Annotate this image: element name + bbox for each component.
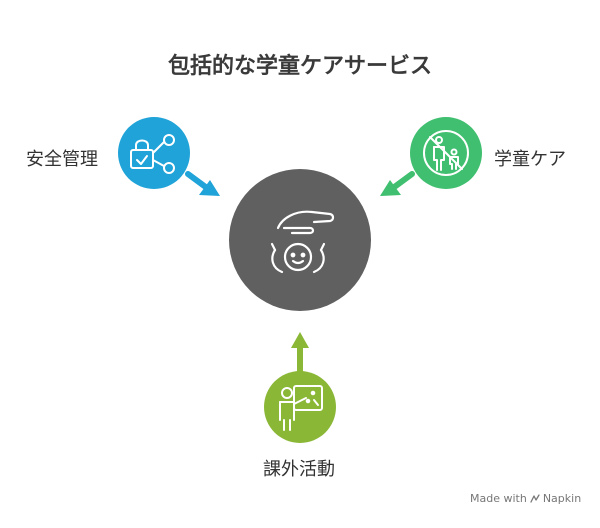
hand-over-child-icon bbox=[270, 210, 335, 274]
care-label: 学童ケア bbox=[494, 149, 566, 170]
care-node bbox=[410, 117, 482, 189]
diagram-title: 包括的な学童ケアサービス bbox=[167, 54, 432, 79]
watermark-brand: Napkin bbox=[542, 492, 582, 505]
teacher-whiteboard-icon bbox=[279, 385, 323, 431]
arrow-safety-to-center bbox=[185, 171, 220, 196]
activities-node bbox=[264, 371, 336, 443]
safety-label: 安全管理 bbox=[26, 149, 98, 170]
arrow-activities-to-center bbox=[291, 332, 309, 376]
arrow-care-to-center bbox=[380, 171, 415, 196]
no-adult-child-icon bbox=[423, 130, 469, 176]
center-node bbox=[229, 169, 371, 311]
safety-node bbox=[118, 117, 190, 189]
center-node-circle bbox=[229, 169, 371, 311]
made-with-napkin-badge[interactable]: Made with Napkin bbox=[470, 492, 581, 505]
activities-node-circle bbox=[264, 371, 336, 443]
activities-label: 課外活動 bbox=[263, 459, 335, 480]
lock-network-icon bbox=[130, 134, 175, 174]
napkin-logo-icon bbox=[530, 493, 540, 503]
watermark-prefix: Made with bbox=[470, 492, 527, 505]
